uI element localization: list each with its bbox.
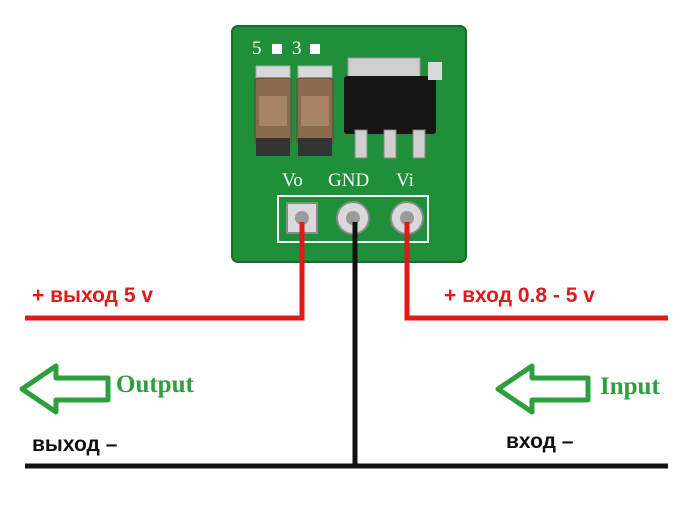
output-arrow-icon xyxy=(19,363,111,415)
pcb-module xyxy=(231,25,467,263)
input-positive-label: + вход 0.8 - 5 v xyxy=(444,284,595,307)
silkscreen-pad-5 xyxy=(272,44,282,54)
input-negative-label: вход – xyxy=(506,430,574,453)
output-positive-wire xyxy=(25,222,305,321)
pin-label-vi: Vi xyxy=(396,170,414,191)
input-arrow-icon xyxy=(495,363,591,415)
pin-label-gnd: GND xyxy=(328,170,370,191)
input-positive-wire xyxy=(404,222,668,321)
input-label: Input xyxy=(600,373,660,400)
output-positive-label: + выход 5 v xyxy=(32,284,154,307)
regulator-chip xyxy=(344,76,436,134)
output-negative-label: выход – xyxy=(32,433,118,456)
silkscreen-pad-3 xyxy=(310,44,320,54)
silkscreen-5: 5 xyxy=(252,38,262,59)
pin-label-vo: Vo xyxy=(282,170,303,191)
output-label: Output xyxy=(116,371,194,398)
silkscreen-3: 3 xyxy=(292,38,302,59)
